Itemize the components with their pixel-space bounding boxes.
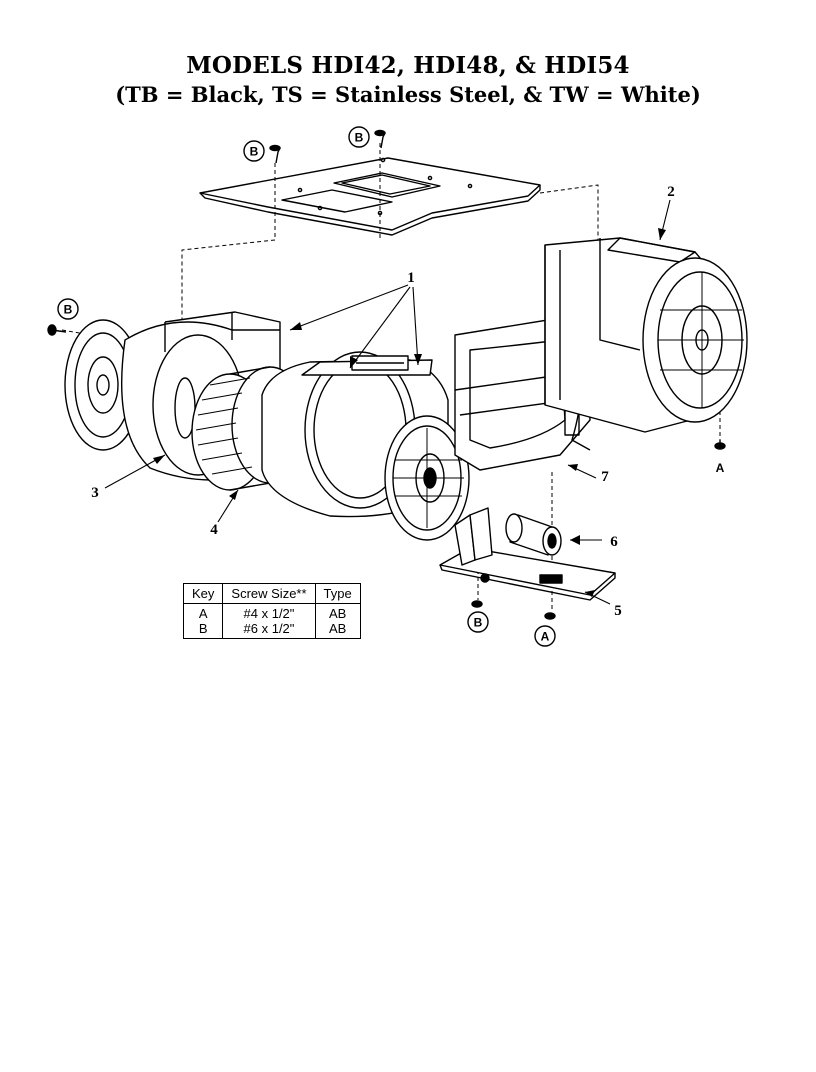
capacitor [505, 513, 562, 556]
screw-label-right-bottom: A [716, 461, 725, 475]
top-cover-plate [199, 157, 541, 236]
callout-part-7: 7 [601, 469, 609, 485]
diagram-subtitle: (TB = Black, TS = Stainless Steel, & TW … [115, 82, 701, 107]
screw-label-left-side: B [64, 303, 73, 317]
key-cell: B [182, 621, 224, 639]
callout-part-3: 3 [91, 485, 99, 501]
callout-part-5: 5 [614, 603, 622, 619]
header-screw-size: Screw Size** [222, 583, 316, 604]
key-cell: A [182, 603, 224, 621]
center-blower-housing [261, 351, 449, 518]
table-row: B #6 x 1/2" AB [182, 621, 361, 639]
screw-key-circles [57, 126, 556, 647]
type-cell: AB [314, 603, 361, 621]
screw-icons [47, 129, 726, 620]
screw-label-bracket-right: A [541, 630, 550, 644]
screw-key-table: Key Screw Size** Type A #4 x 1/2" AB B #… [182, 583, 361, 639]
table-row: A #4 x 1/2" AB [182, 603, 361, 621]
callout-part-6: 6 [610, 534, 618, 550]
callout-part-1: 1 [407, 270, 415, 286]
header-type: Type [314, 583, 361, 604]
screw-label-top-right: B [355, 131, 364, 145]
right-blower-housing [544, 237, 748, 433]
type-cell: AB [314, 621, 361, 639]
screw-label-bracket-left: B [474, 616, 483, 630]
callout-part-4: 4 [210, 522, 218, 538]
diagram-title: MODELS HDI42, HDI48, & HDI54 [186, 52, 630, 79]
header-key: Key [182, 583, 224, 604]
arrowheads [153, 228, 666, 597]
center-motor-plate [384, 415, 470, 541]
screw-size-cell: #6 x 1/2" [222, 621, 316, 639]
screw-label-top-left: B [250, 145, 259, 159]
capacitor-bracket [439, 507, 616, 601]
screw-key-header-row: Key Screw Size** Type [182, 583, 361, 604]
screw-size-cell: #4 x 1/2" [222, 603, 316, 621]
callout-part-2: 2 [667, 184, 675, 200]
